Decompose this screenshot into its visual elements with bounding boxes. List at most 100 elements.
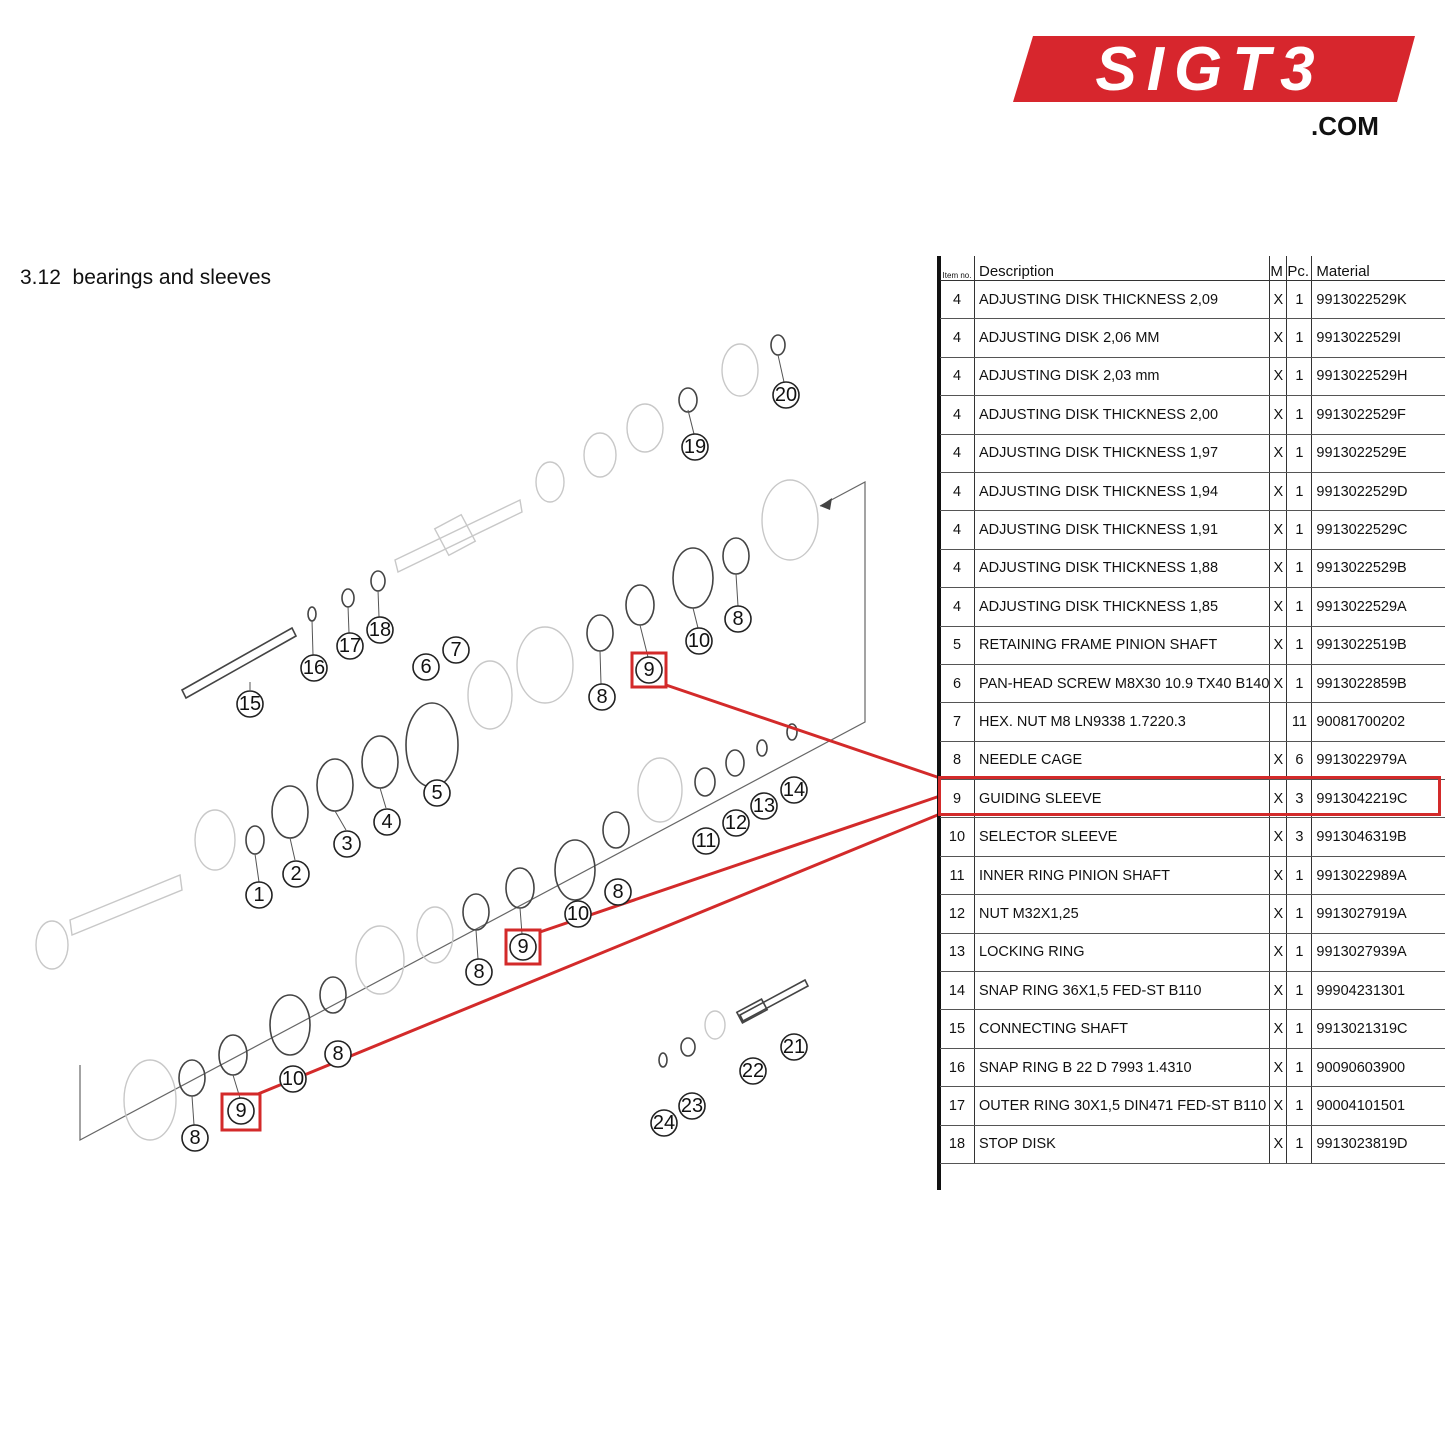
material-cell: 9913022979A bbox=[1311, 741, 1445, 781]
header-pc: Pc. bbox=[1286, 256, 1313, 281]
svg-text:11: 11 bbox=[696, 830, 717, 852]
highlighted-row-box bbox=[938, 776, 1441, 816]
item-cell: 4 bbox=[940, 280, 975, 320]
svg-text:18: 18 bbox=[369, 619, 391, 641]
item-cell: 16 bbox=[940, 1048, 975, 1088]
item-cell: 14 bbox=[940, 971, 975, 1011]
m-cell: X bbox=[1269, 626, 1288, 665]
description-cell: SELECTOR SLEEVE bbox=[974, 817, 1271, 857]
logo-domain: .COM bbox=[1311, 111, 1379, 141]
description-cell: ADJUSTING DISK THICKNESS 1,97 bbox=[974, 434, 1271, 473]
callout-21: 21 bbox=[780, 1033, 808, 1061]
background-parts bbox=[35, 343, 819, 1141]
callout-19: 19 bbox=[681, 433, 709, 461]
item-cell: 12 bbox=[940, 894, 975, 934]
highlight-box-9b bbox=[504, 928, 542, 966]
m-cell: X bbox=[1269, 587, 1288, 627]
description-cell: SNAP RING B 22 D 7993 1.4310 bbox=[974, 1048, 1271, 1088]
svg-text:23: 23 bbox=[681, 1095, 703, 1117]
material-cell: 9913046319B bbox=[1311, 817, 1445, 857]
callout-4: 4 bbox=[373, 808, 401, 836]
callout-17: 17 bbox=[336, 632, 364, 660]
svg-text:20: 20 bbox=[775, 384, 797, 406]
callout-20: 20 bbox=[772, 381, 800, 409]
callout-8c: 8 bbox=[604, 878, 632, 906]
description-cell: NUT M32X1,25 bbox=[974, 894, 1271, 934]
svg-text:9: 9 bbox=[643, 659, 654, 681]
m-cell: X bbox=[1269, 280, 1288, 320]
m-cell: X bbox=[1269, 779, 1288, 819]
item-cell: 11 bbox=[940, 856, 975, 896]
item-cell: 10 bbox=[940, 817, 975, 857]
m-cell: X bbox=[1269, 1086, 1288, 1126]
m-cell: X bbox=[1269, 1009, 1288, 1049]
item-cell: 4 bbox=[940, 472, 975, 512]
assembly-frame bbox=[79, 481, 866, 1141]
item-cell: 18 bbox=[940, 1125, 975, 1164]
svg-text:16: 16 bbox=[303, 657, 325, 679]
section-title: 3.12 bearings and sleeves bbox=[20, 266, 272, 289]
callout-7: 7 bbox=[442, 636, 470, 664]
pc-cell: 1 bbox=[1286, 1048, 1313, 1088]
material-cell: 9913022859B bbox=[1311, 664, 1445, 704]
svg-text:24: 24 bbox=[653, 1112, 675, 1134]
callout-1: 1 bbox=[245, 881, 273, 909]
item-cell: 8 bbox=[940, 741, 975, 781]
item-cell: 4 bbox=[940, 510, 975, 550]
description-cell: LOCKING RING bbox=[974, 933, 1271, 973]
material-cell: 9913022529F bbox=[1311, 395, 1445, 435]
svg-text:14: 14 bbox=[783, 779, 805, 801]
item-cell: 4 bbox=[940, 549, 975, 589]
pc-cell: 1 bbox=[1286, 1009, 1313, 1049]
callout-15: 15 bbox=[236, 690, 264, 718]
svg-text:10: 10 bbox=[282, 1068, 304, 1090]
svg-text:5: 5 bbox=[431, 782, 442, 804]
pc-cell: 1 bbox=[1286, 664, 1313, 704]
m-cell: X bbox=[1269, 318, 1288, 358]
svg-text:4: 4 bbox=[381, 811, 392, 833]
callout-13: 13 bbox=[750, 792, 778, 820]
callout-10c: 10 bbox=[279, 1065, 307, 1093]
item-cell: 4 bbox=[940, 587, 975, 627]
description-cell: INNER RING PINION SHAFT bbox=[974, 856, 1271, 896]
callout-9c: 9 bbox=[227, 1097, 255, 1125]
svg-text:10: 10 bbox=[567, 903, 589, 925]
description-cell: RETAINING FRAME PINION SHAFT bbox=[974, 626, 1271, 665]
svg-text:6: 6 bbox=[420, 656, 431, 678]
description-cell: ADJUSTING DISK THICKNESS 1,94 bbox=[974, 472, 1271, 512]
svg-text:12: 12 bbox=[725, 812, 747, 834]
description-cell: ADJUSTING DISK THICKNESS 2,00 bbox=[974, 395, 1271, 435]
pc-cell: 1 bbox=[1286, 1086, 1313, 1126]
callout-8b: 8 bbox=[724, 605, 752, 633]
header-item-no: Item no. bbox=[940, 256, 975, 281]
svg-text:8: 8 bbox=[189, 1127, 200, 1149]
material-cell: 9913022529H bbox=[1311, 357, 1445, 397]
svg-text:3: 3 bbox=[341, 833, 352, 855]
m-cell bbox=[1269, 702, 1288, 742]
callout-8f: 8 bbox=[181, 1124, 209, 1152]
pc-cell: 1 bbox=[1286, 510, 1313, 550]
highlight-leaders bbox=[257, 683, 941, 1096]
description-cell: ADJUSTING DISK THICKNESS 1,85 bbox=[974, 587, 1271, 627]
pc-cell: 3 bbox=[1286, 817, 1313, 857]
item-cell: 7 bbox=[940, 702, 975, 742]
m-cell: X bbox=[1269, 1125, 1288, 1164]
material-cell: 99904231301 bbox=[1311, 971, 1445, 1011]
material-cell: 9913023819D bbox=[1311, 1125, 1445, 1164]
description-cell: STOP DISK bbox=[974, 1125, 1271, 1164]
description-cell: ADJUSTING DISK THICKNESS 1,88 bbox=[974, 549, 1271, 589]
svg-text:22: 22 bbox=[742, 1060, 764, 1082]
callout-6: 6 bbox=[412, 653, 440, 681]
